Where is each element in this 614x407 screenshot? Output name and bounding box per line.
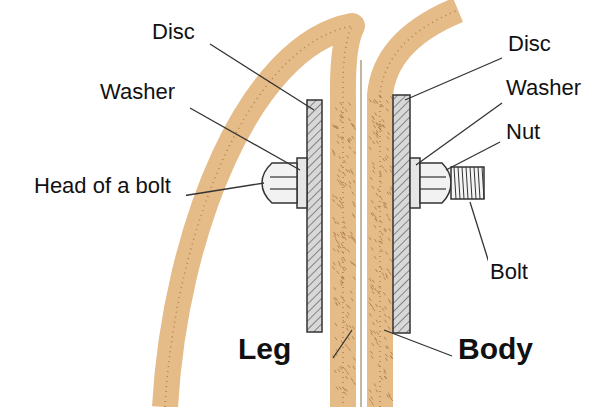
disc [393, 95, 410, 333]
nut [420, 163, 451, 203]
washer [297, 158, 307, 208]
bolt-head [262, 163, 297, 203]
part-label: Washer [504, 74, 583, 102]
part-label: Washer [98, 78, 177, 106]
part-label: Head of a bolt [32, 172, 186, 200]
region-label: Body [456, 330, 535, 368]
part-label: Nut [504, 118, 542, 146]
part-label: Disc [506, 30, 553, 58]
bolt-thread [451, 167, 484, 199]
part-label: Disc [150, 18, 197, 46]
region-label: Leg [236, 330, 293, 368]
fur-strands [165, 10, 458, 407]
leader-lines [182, 44, 502, 358]
washer [410, 158, 420, 208]
disc [307, 100, 322, 332]
part-label: Bolt [488, 258, 530, 286]
